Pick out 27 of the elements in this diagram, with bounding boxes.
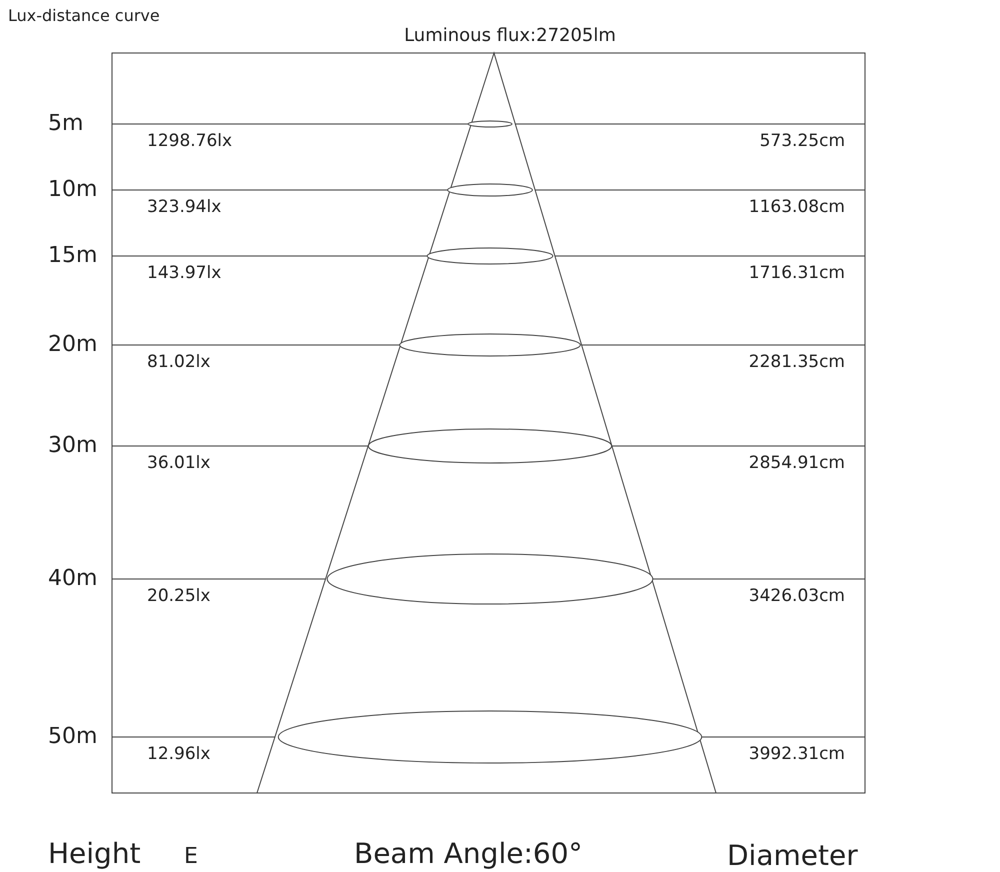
illuminance-value: 1298.76lx [147, 133, 232, 150]
distance-label: 30m [48, 435, 98, 457]
axis-label: Height [48, 840, 141, 868]
distance-label: 50m [48, 726, 98, 748]
distance-label: 40m [48, 568, 98, 590]
illuminance-value: 20.25lx [147, 588, 210, 605]
chart-title: Lux-distance curve [8, 8, 160, 24]
illuminance-value: 12.96lx [147, 746, 210, 763]
distance-label: 15m [48, 245, 98, 267]
illuminance-value: 81.02lx [147, 354, 210, 371]
illuminance-value: 143.97lx [147, 265, 222, 282]
distance-label: 20m [48, 334, 98, 356]
diameter-value: 2281.35cm [748, 354, 845, 371]
axis-label: Diameter [727, 842, 858, 870]
diameter-value: 1716.31cm [748, 265, 845, 282]
distance-label: 5m [48, 113, 84, 135]
luminous-flux-label: Luminous flux:27205lm [404, 27, 616, 45]
beam-angle-label: Beam Angle:60° [354, 840, 583, 868]
diameter-value: 2854.91cm [748, 455, 845, 472]
diameter-value: 573.25cm [760, 133, 845, 150]
diameter-value: 3992.31cm [748, 746, 845, 763]
illuminance-value: 36.01lx [147, 455, 210, 472]
diameter-value: 3426.03cm [748, 588, 845, 605]
diameter-value: 1163.08cm [748, 199, 845, 216]
axis-label: E [184, 846, 198, 868]
illuminance-value: 323.94lx [147, 199, 222, 216]
distance-label: 10m [48, 179, 98, 201]
